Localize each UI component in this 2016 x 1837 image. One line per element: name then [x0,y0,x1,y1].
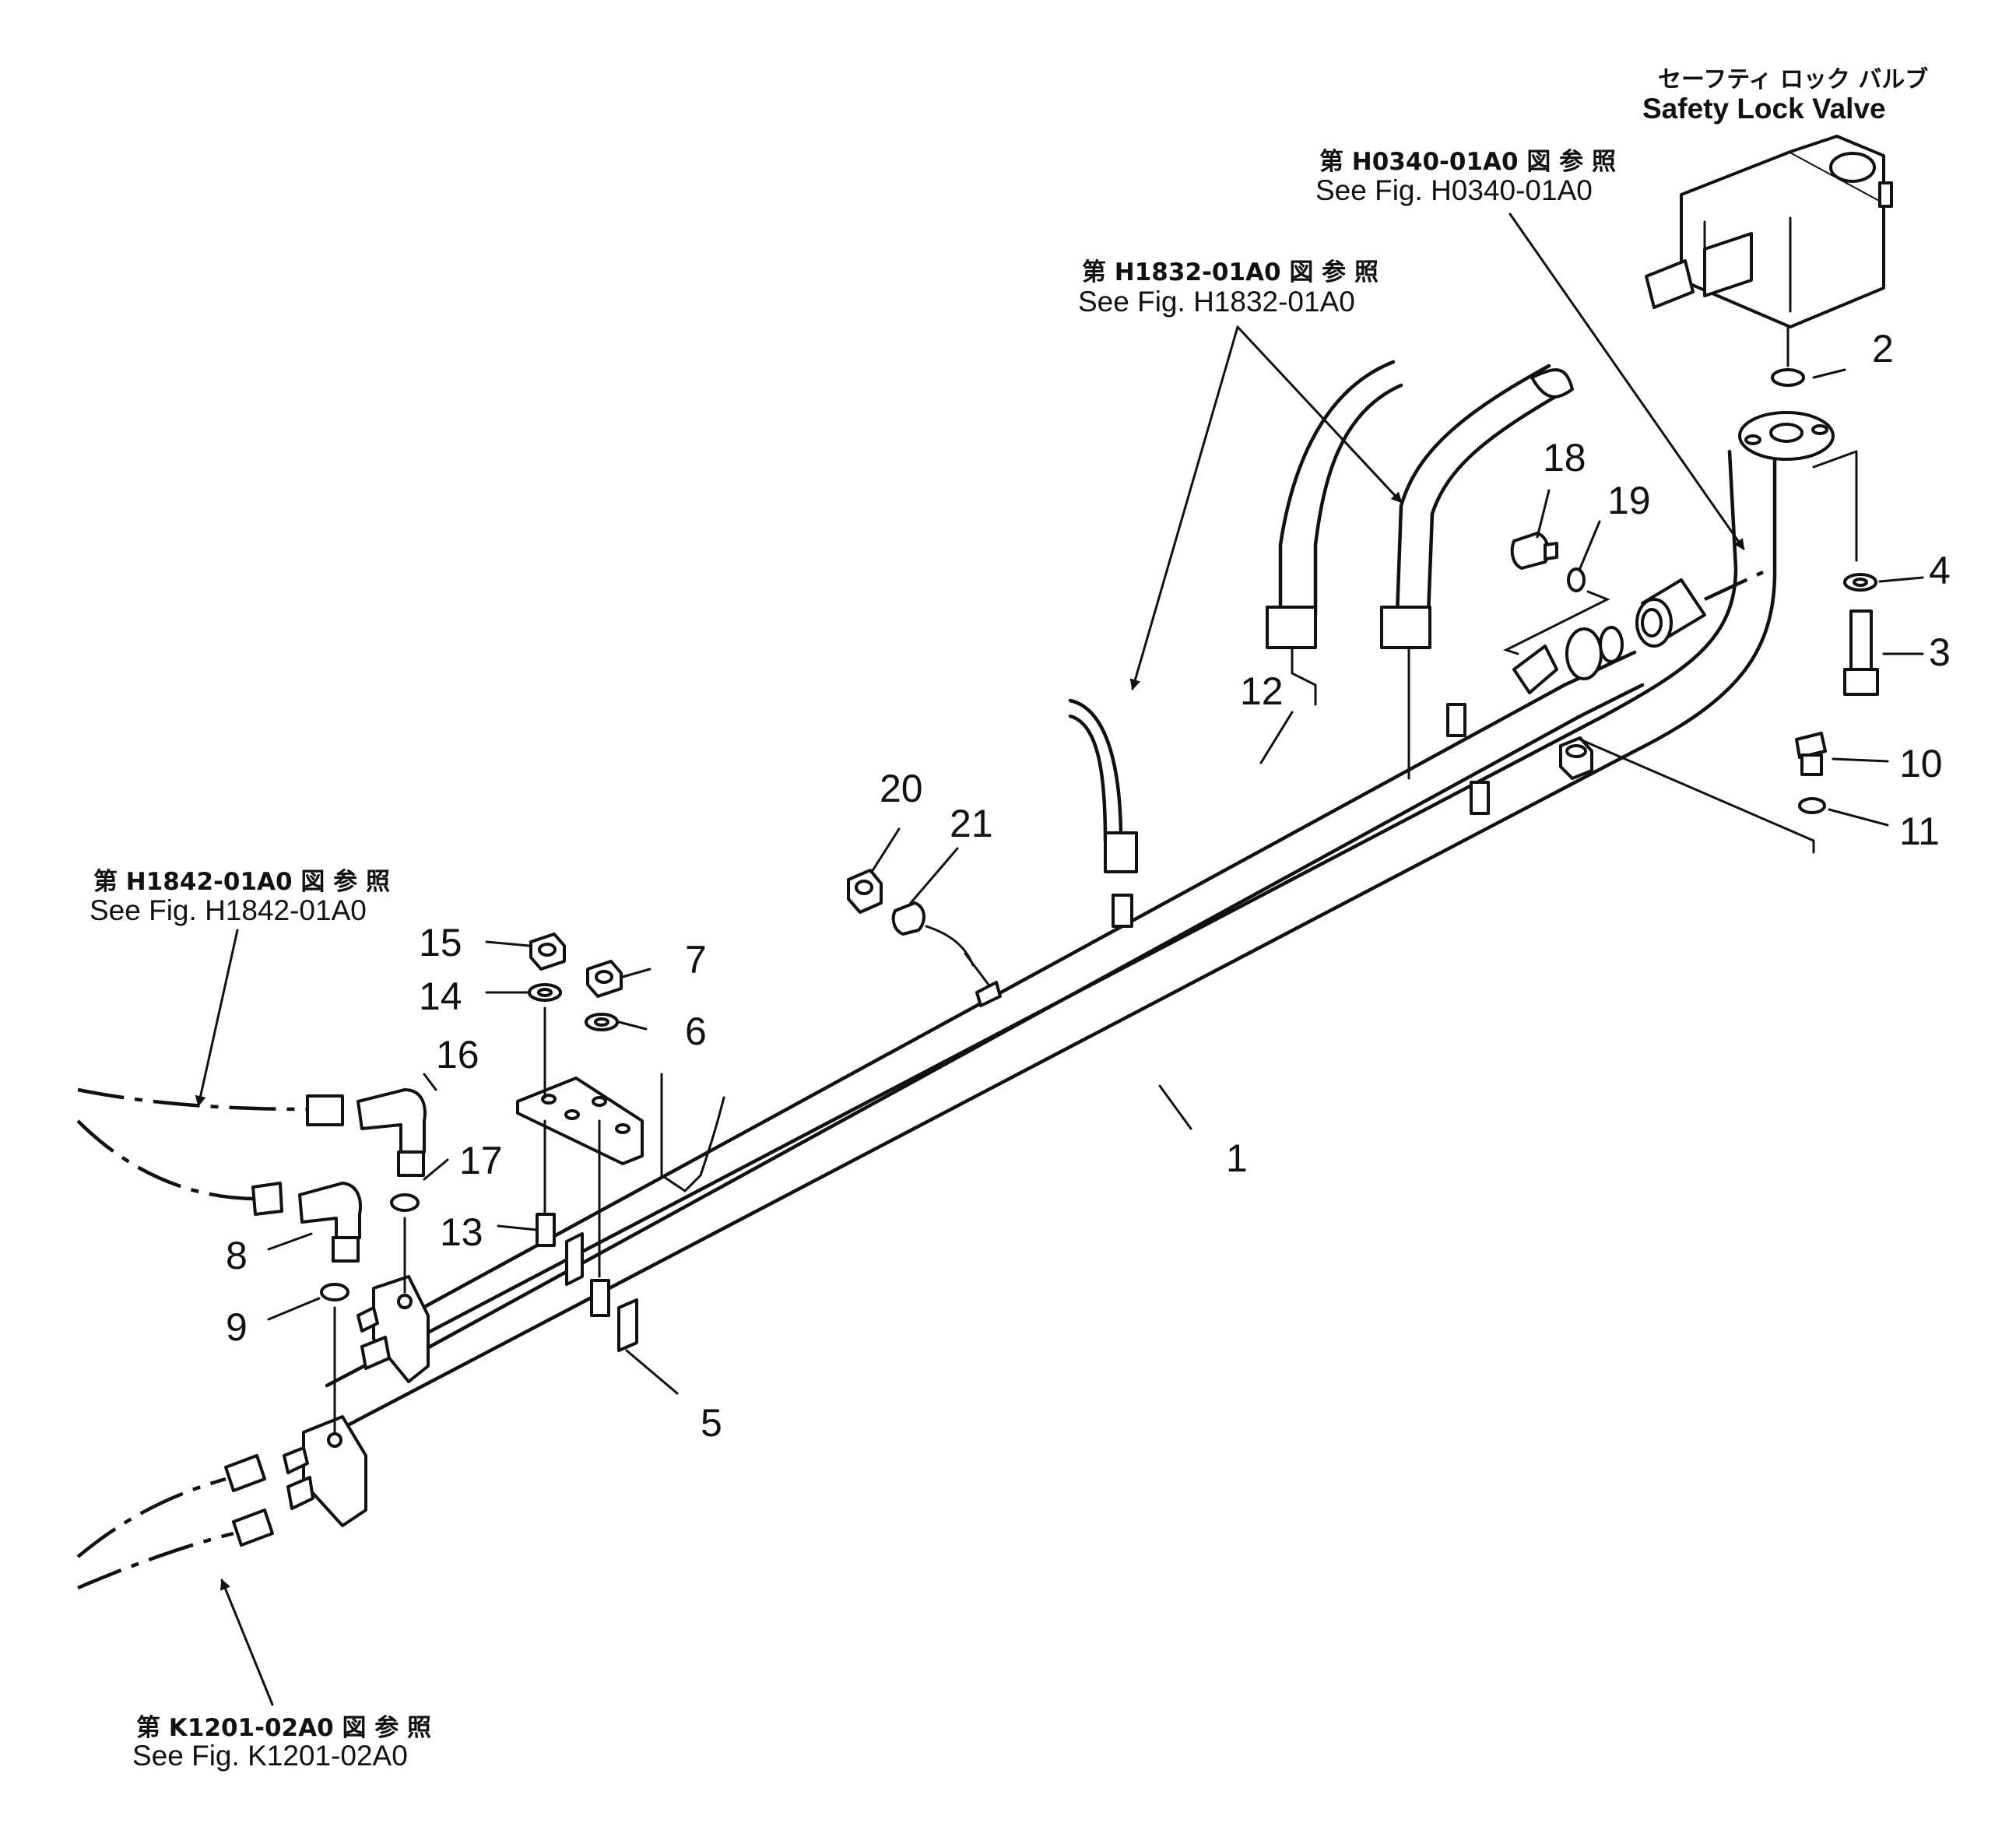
callout-14: 14 [419,975,462,1018]
callout-1: 1 [1226,1136,1248,1180]
ref-h1842-jp: 第 H1842-01A0 図 参 照 [93,868,390,896]
stud-5 [590,1279,638,1352]
plug-10 [1795,732,1827,776]
ref-h0340-jp: 第 H0340-01A0 図 参 照 [1319,148,1616,176]
callout-6: 6 [685,1010,707,1053]
tee-fitting-12 [964,703,1466,1007]
callout-21: 21 [950,802,993,845]
joint-fitting [1635,570,1764,648]
callout-17: 17 [459,1139,503,1182]
nut-7 [586,960,623,998]
callout-18: 18 [1543,436,1586,479]
left-block-lower [283,1415,367,1527]
callout-3: 3 [1929,630,1951,674]
callout-15: 15 [419,921,462,964]
elbow-8 [298,1182,362,1263]
pipe-12 [406,650,1645,1361]
o-ring-19 [1503,567,1610,655]
bolt-13 [536,1119,584,1286]
callout-16: 16 [436,1033,479,1077]
reference-arrows [195,213,1745,1706]
valve-caption-en: Safety Lock Valve [1642,93,1886,125]
callout-11: 11 [1899,810,1940,853]
hose-k1201 [76,1454,274,1590]
callout-12: 12 [1240,669,1284,713]
elbow-16 [356,1088,427,1177]
hose-h1832-upper [1266,360,1574,780]
hose-h1832-center [1068,698,1138,873]
callout-9: 9 [226,1305,248,1349]
ref-k1201-jp: 第 K1201-02A0 図 参 照 [136,1714,431,1742]
pipe-1 [325,449,1777,1438]
o-ring-11 [1579,738,1826,854]
bolt-3 [1843,609,1879,696]
callout-8: 8 [226,1234,248,1277]
callout-numbers: 1 2 3 4 5 6 7 8 9 10 11 12 13 14 15 16 1… [226,327,1951,1445]
nut-15 [529,933,566,971]
left-block-upper [356,1275,430,1383]
valve-caption-jp: セーフティ ロック バルブ [1658,66,1928,93]
ref-h1832-jp: 第 H1832-01A0 図 参 照 [1082,258,1379,286]
hose-h1842 [76,1087,344,1216]
fittings-pipe-1 [1470,736,1593,815]
ref-h1832-en: See Fig. H1832-01A0 [1078,286,1355,318]
fitting-21 [891,901,975,967]
o-ring-17 [390,1193,420,1294]
callout-4: 4 [1929,549,1951,592]
nut-20 [847,869,883,914]
callout-20: 20 [880,767,923,810]
washer-14 [528,983,562,1099]
callout-19: 19 [1607,479,1651,522]
callout-10: 10 [1899,742,1943,785]
callout-2: 2 [1872,327,1894,371]
bracket [516,1073,725,1192]
callout-5: 5 [701,1401,722,1445]
callout-13: 13 [440,1210,483,1254]
washer-6 [585,1013,619,1278]
plug-18 [1510,532,1558,570]
ref-h0340-en: See Fig. H0340-01A0 [1315,174,1593,206]
pipe-12-end-fitting [1512,626,1624,694]
pipe-flange [1738,411,1835,461]
washer-4 [1812,450,1877,592]
safety-lock-valve [1645,135,1893,328]
o-ring-9 [320,1283,349,1434]
ref-h1842-en: See Fig. H1842-01A0 [90,894,367,926]
o-ring-2 [1771,325,1805,387]
callout-7: 7 [685,938,707,982]
leader-lines [267,368,1924,1395]
ref-k1201-en: See Fig. K1201-02A0 [132,1740,408,1772]
